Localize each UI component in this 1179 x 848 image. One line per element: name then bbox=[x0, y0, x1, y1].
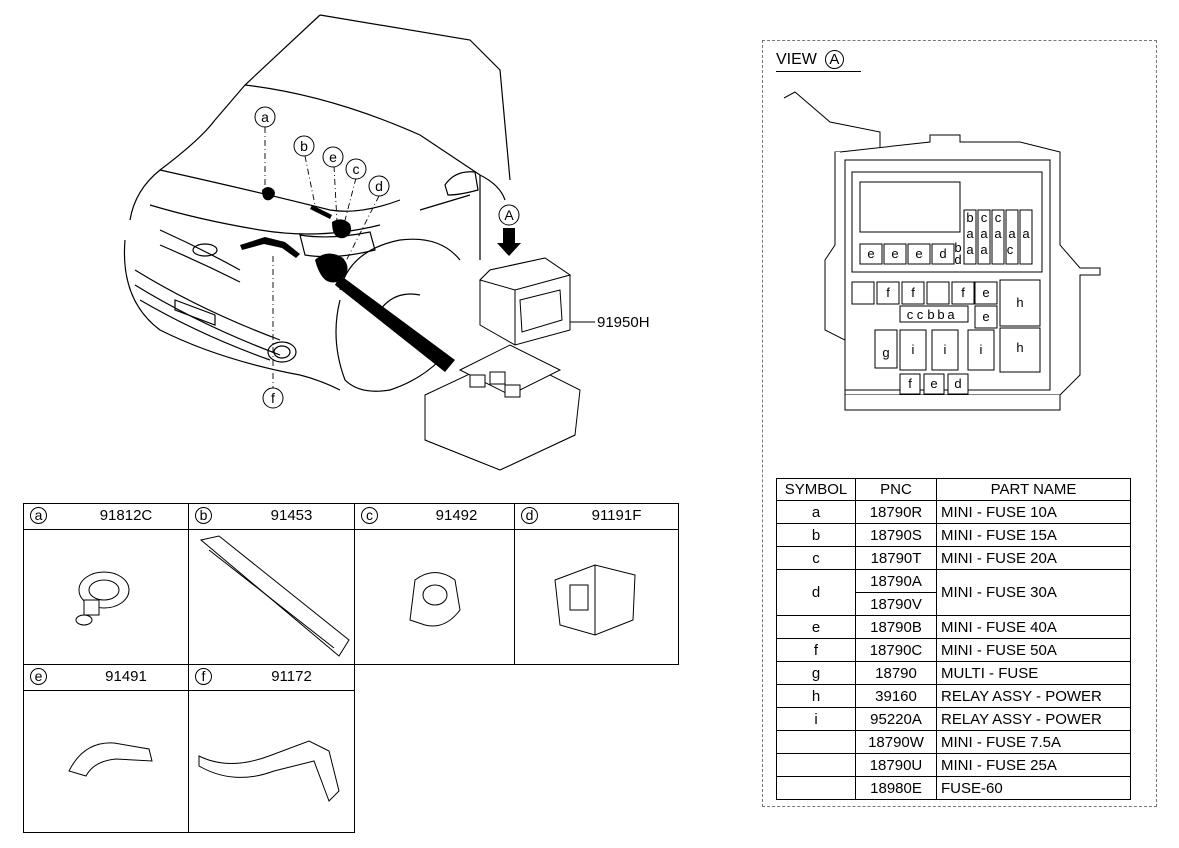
part-cell-d: d 91191F bbox=[514, 503, 679, 665]
svg-text:f: f bbox=[961, 285, 965, 300]
svg-text:e: e bbox=[867, 246, 874, 261]
part-cell-f: f 91172 bbox=[188, 664, 355, 833]
protector-icon bbox=[409, 572, 461, 627]
callout-d: d bbox=[375, 178, 383, 194]
col-symbol: SYMBOL bbox=[776, 478, 856, 501]
protector-icon bbox=[68, 742, 153, 777]
part-symbol: f bbox=[195, 668, 212, 685]
car-diagram: a b e c d f A 91950H bbox=[123, 14, 650, 471]
svg-text:a: a bbox=[994, 226, 1002, 241]
svg-text:c: c bbox=[995, 210, 1002, 225]
svg-text:g: g bbox=[882, 345, 889, 360]
callout-c: c bbox=[353, 161, 360, 177]
part-pnc: 91812C bbox=[99, 507, 153, 524]
svg-text:i: i bbox=[912, 342, 915, 357]
view-arrow-icon bbox=[497, 228, 521, 256]
view-marker: A bbox=[824, 50, 844, 69]
part-cell-a: a 91812C bbox=[23, 503, 189, 665]
fuse-box-layout: e e e d b d b a a c a a c a c a a f f f … bbox=[783, 91, 1101, 411]
svg-text:e: e bbox=[891, 246, 898, 261]
svg-text:e: e bbox=[930, 376, 937, 391]
fuse-slot-labels: e e e d b d b a a c a a c a c a a f f f … bbox=[867, 210, 1030, 391]
svg-text:h: h bbox=[1016, 340, 1023, 355]
part-pnc: 91172 bbox=[271, 668, 312, 685]
svg-text:e: e bbox=[915, 246, 922, 261]
svg-text:b: b bbox=[937, 307, 944, 322]
svg-text:i: i bbox=[980, 342, 983, 357]
part-pnc: 91191F bbox=[591, 507, 642, 524]
table-row: 18790V bbox=[777, 592, 1131, 616]
wiring-harness-icon bbox=[198, 740, 340, 802]
view-label-underline bbox=[776, 71, 861, 72]
part-pnc: 91491 bbox=[105, 668, 147, 685]
svg-text:i: i bbox=[944, 342, 947, 357]
bracket-icon bbox=[554, 564, 636, 636]
callout-a: a bbox=[261, 109, 269, 125]
parts-grid: a 91812C b 91453 c 91492 bbox=[23, 503, 679, 833]
view-marker-callout: A bbox=[504, 207, 514, 223]
svg-text:d: d bbox=[954, 376, 961, 391]
view-label-text: VIEW bbox=[776, 51, 817, 68]
protector-icon bbox=[199, 535, 350, 657]
svg-text:c: c bbox=[981, 210, 988, 225]
svg-text:a: a bbox=[947, 307, 955, 322]
svg-text:c: c bbox=[1007, 242, 1014, 257]
svg-text:b: b bbox=[954, 240, 961, 255]
part-symbol: c bbox=[361, 507, 378, 524]
part-cell-b: b 91453 bbox=[188, 503, 355, 665]
part-pnc: 91492 bbox=[435, 507, 478, 524]
svg-text:f: f bbox=[886, 285, 890, 300]
part-symbol: a bbox=[30, 507, 47, 524]
svg-text:d: d bbox=[954, 252, 961, 267]
part-symbol: d bbox=[521, 507, 538, 524]
svg-text:c: c bbox=[917, 307, 924, 322]
view-a-panel bbox=[762, 40, 1157, 807]
svg-text:b: b bbox=[966, 210, 973, 225]
part-pnc: 91453 bbox=[270, 507, 313, 524]
svg-text:f: f bbox=[911, 285, 915, 300]
col-part-name: PART NAME bbox=[936, 478, 1131, 501]
svg-text:e: e bbox=[982, 285, 989, 300]
part-symbol: e bbox=[30, 668, 47, 685]
view-label: VIEW A bbox=[776, 50, 844, 69]
svg-text:b: b bbox=[927, 307, 934, 322]
svg-text:a: a bbox=[980, 226, 988, 241]
callout-b: b bbox=[300, 138, 308, 154]
grommet-icon bbox=[75, 571, 130, 626]
svg-text:a: a bbox=[966, 226, 974, 241]
svg-text:f: f bbox=[908, 376, 912, 391]
svg-text:h: h bbox=[1016, 295, 1023, 310]
svg-text:e: e bbox=[982, 309, 989, 324]
svg-text:a: a bbox=[1008, 226, 1016, 241]
callout-e: e bbox=[329, 149, 337, 165]
svg-text:a: a bbox=[980, 242, 988, 257]
svg-text:d: d bbox=[939, 246, 946, 261]
part-cell-e: e 91491 bbox=[23, 664, 189, 833]
svg-text:c: c bbox=[907, 307, 914, 322]
part-symbol: b bbox=[195, 507, 212, 524]
part-cell-c: c 91492 bbox=[354, 503, 519, 665]
callout-f: f bbox=[271, 390, 275, 406]
table-header-row: SYMBOL PNC PART NAME bbox=[776, 478, 1131, 501]
svg-text:a: a bbox=[1022, 226, 1030, 241]
col-pnc: PNC bbox=[855, 478, 937, 501]
fuse-box-pnc: 91950H bbox=[597, 314, 650, 331]
svg-text:a: a bbox=[966, 242, 974, 257]
